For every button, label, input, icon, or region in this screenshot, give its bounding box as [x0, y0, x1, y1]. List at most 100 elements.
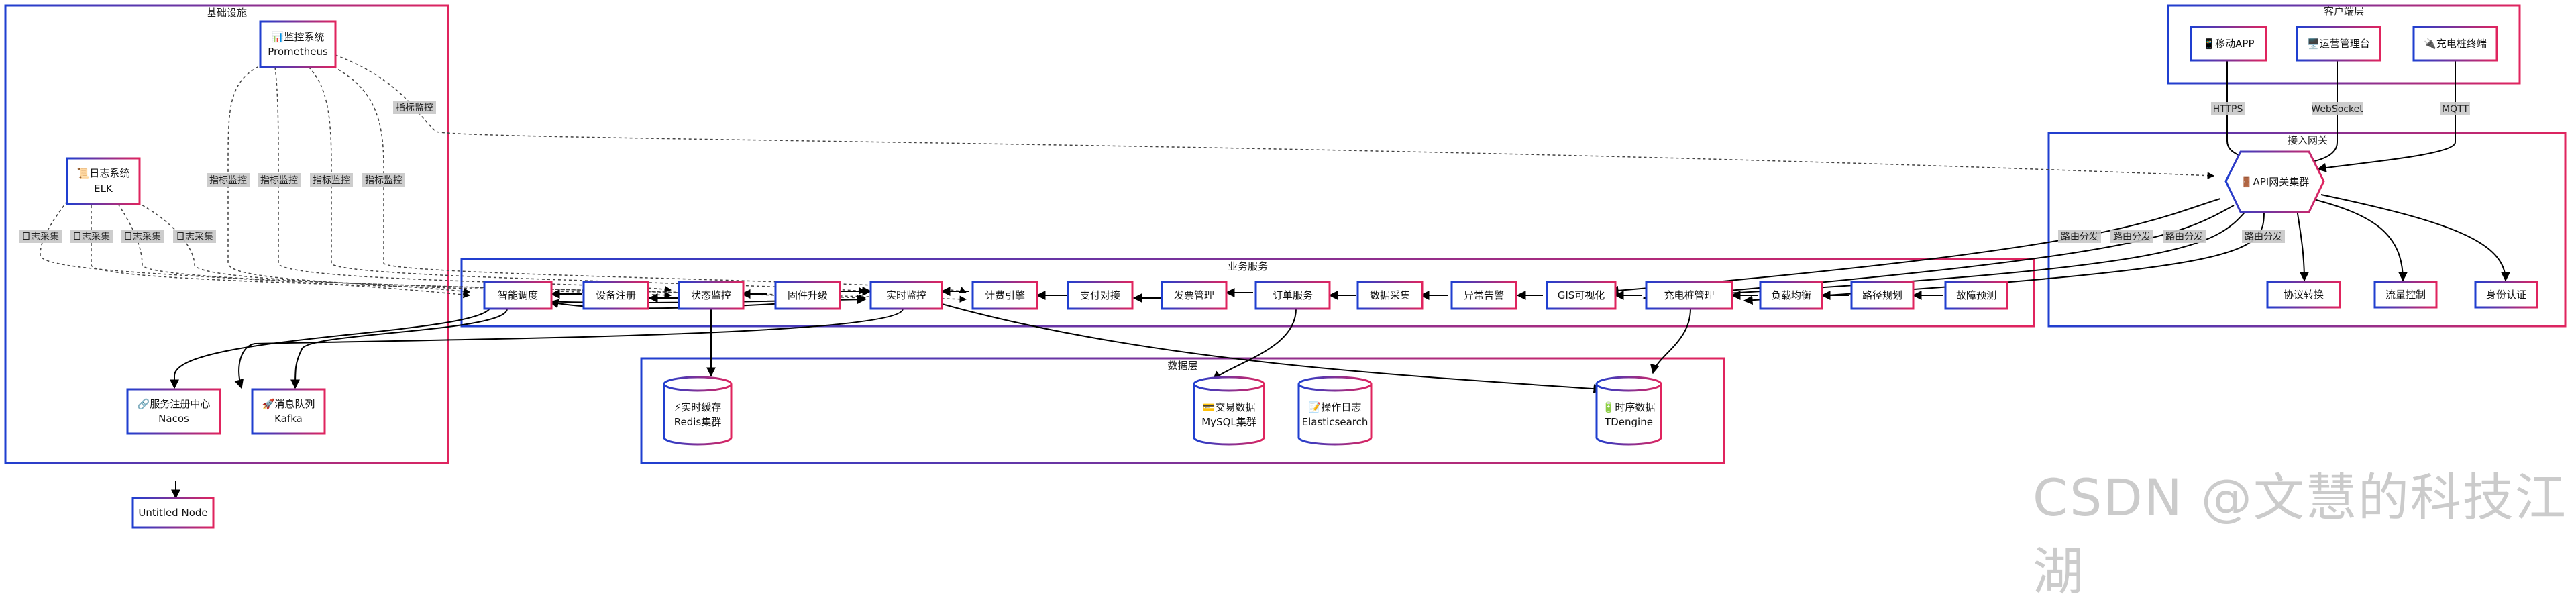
- svg-text:流量控制: 流量控制: [2385, 289, 2426, 301]
- svg-text:支付对接: 支付对接: [1080, 289, 1120, 301]
- edge-monitor-dispatch: [227, 64, 471, 295]
- svg-text:固件升级: 固件升级: [788, 289, 828, 301]
- edge-dispatch-kafka: [290, 308, 508, 389]
- svg-text:路由分发: 路由分发: [2165, 232, 2203, 242]
- node-tdengine[interactable]: 🔋时序数据 TDengine: [1595, 376, 1662, 446]
- edge-realtime-kafka: [234, 308, 904, 389]
- svg-text:📝操作日志: 📝操作日志: [1309, 401, 1362, 413]
- svg-text:路由分发: 路由分发: [2061, 232, 2098, 242]
- svg-text:日志采集: 日志采集: [21, 231, 59, 242]
- node-realtime[interactable]: 实时监控: [869, 281, 943, 310]
- svg-text:Untitled Node: Untitled Node: [138, 507, 207, 519]
- svg-text:日志采集: 日志采集: [123, 231, 161, 242]
- label-metric-2: 指标监控: [258, 173, 301, 187]
- node-charger[interactable]: 🔌充电桩终端: [2412, 26, 2498, 62]
- label-log-3: 日志采集: [121, 230, 164, 243]
- node-logsys[interactable]: 📜日志系统 ELK: [66, 157, 141, 205]
- svg-text:🔌充电桩终端: 🔌充电桩终端: [2424, 38, 2487, 50]
- svg-text:日志采集: 日志采集: [72, 231, 110, 242]
- cluster-business: [460, 258, 2035, 328]
- svg-text:指标监控: 指标监控: [396, 103, 433, 113]
- edge-gateway-flow: [2310, 198, 2408, 282]
- svg-text:GIS可视化: GIS可视化: [1558, 289, 1605, 301]
- edge-monitor-gateway: [335, 54, 2215, 179]
- watermark: CSDN @文慧的科技江湖: [2033, 468, 2567, 601]
- node-flow[interactable]: 流量控制: [2373, 281, 2438, 309]
- svg-text:WebSocket: WebSocket: [2311, 104, 2363, 115]
- svg-text:🚪API网关集群: 🚪API网关集群: [2241, 176, 2309, 188]
- cluster-access-title: 接入网关: [2288, 134, 2328, 146]
- edge-order-mysql: [1212, 308, 1297, 381]
- cluster-data-title: 数据层: [1167, 360, 1197, 372]
- svg-text:订单服务: 订单服务: [1273, 289, 1313, 301]
- node-kafka[interactable]: 🚀消息队列 Kafka: [251, 388, 326, 435]
- node-invoice[interactable]: 发票管理: [1161, 281, 1228, 310]
- cluster-client: [2167, 4, 2521, 85]
- cluster-client-title: 客户端层: [2324, 5, 2364, 17]
- node-firmware[interactable]: 固件升级: [774, 281, 841, 310]
- node-mysql[interactable]: 💳交易数据 MySQL集群: [1193, 376, 1265, 446]
- node-gis[interactable]: GIS可视化: [1546, 281, 1617, 310]
- node-redis[interactable]: ⚡实时缓存 Redis集群: [663, 376, 733, 446]
- svg-text:Nacos: Nacos: [158, 413, 189, 425]
- node-untitled[interactable]: Untitled Node: [131, 497, 215, 529]
- svg-text:指标监控: 指标监控: [260, 175, 298, 186]
- cluster-infra-title: 基础设施: [207, 7, 247, 19]
- svg-text:Kafka: Kafka: [274, 413, 303, 425]
- label-metric-4: 指标监控: [362, 173, 405, 187]
- label-route-1: 路由分发: [2058, 230, 2101, 243]
- node-devreg[interactable]: 设备注册: [582, 281, 649, 310]
- edge-gateway-route-1: [1609, 198, 2221, 295]
- edge-realtime-tdengine: [925, 299, 1603, 394]
- cluster-infra: [4, 4, 449, 464]
- edge-dispatch-nacos: [170, 308, 490, 389]
- node-order[interactable]: 订单服务: [1254, 281, 1331, 310]
- node-payment[interactable]: 支付对接: [1067, 281, 1134, 310]
- label-mqtt: MQTT: [2440, 102, 2470, 115]
- svg-text:异常告警: 异常告警: [1464, 289, 1504, 301]
- edge-gateway-route-3: [1642, 209, 2248, 303]
- node-opsweb[interactable]: 🖥️运营管理台: [2296, 26, 2381, 62]
- node-status[interactable]: 状态监控: [678, 281, 745, 310]
- node-billing[interactable]: 计费引擎: [971, 281, 1038, 310]
- cluster-data: [640, 357, 1725, 464]
- edge-gateway-route-4: [1743, 210, 2265, 305]
- svg-text:指标监控: 指标监控: [365, 175, 402, 186]
- svg-text:📱移动APP: 📱移动APP: [2202, 38, 2254, 50]
- svg-text:MySQL集群: MySQL集群: [1201, 416, 1256, 428]
- svg-text:路由分发: 路由分发: [2113, 232, 2151, 242]
- label-websocket: WebSocket: [2311, 102, 2363, 115]
- svg-text:💳交易数据: 💳交易数据: [1203, 401, 1256, 413]
- svg-text:智能调度: 智能调度: [498, 289, 538, 301]
- edge-gateway-protocol: [2296, 209, 2309, 282]
- svg-text:日志采集: 日志采集: [176, 231, 213, 242]
- node-auth[interactable]: 身份认证: [2474, 281, 2538, 309]
- node-fault[interactable]: 故障预测: [1944, 281, 2008, 310]
- node-es[interactable]: 📝操作日志 Elasticsearch: [1297, 376, 1373, 446]
- svg-text:🖥️运营管理台: 🖥️运营管理台: [2307, 38, 2370, 50]
- label-route-3: 路由分发: [2163, 230, 2206, 243]
- svg-text:路由分发: 路由分发: [2245, 232, 2282, 242]
- svg-text:Redis集群: Redis集群: [674, 416, 721, 428]
- node-monitor[interactable]: 📊监控系统 Prometheus: [259, 20, 337, 68]
- node-protocol[interactable]: 协议转换: [2266, 281, 2341, 309]
- svg-text:充电桩管理: 充电桩管理: [1664, 289, 1714, 301]
- label-metric-3: 指标监控: [310, 173, 353, 187]
- node-datacollect[interactable]: 数据采集: [1356, 281, 1424, 310]
- node-loadbal[interactable]: 负载均衡: [1759, 281, 1823, 310]
- node-nacos[interactable]: 🔗服务注册中心 Nacos: [126, 388, 221, 435]
- node-dispatch[interactable]: 智能调度: [483, 281, 553, 310]
- node-gateway[interactable]: 🚪API网关集群: [2224, 150, 2325, 213]
- label-log-2: 日志采集: [70, 230, 113, 243]
- svg-text:🔗服务注册中心: 🔗服务注册中心: [138, 397, 211, 410]
- node-mobile[interactable]: 📱移动APP: [2190, 26, 2267, 62]
- node-alarm[interactable]: 异常告警: [1450, 281, 1517, 310]
- architecture-diagram: 基础设施 客户端层 接入网关 业务服务 数据层: [4, 4, 2567, 529]
- svg-text:身份认证: 身份认证: [2486, 289, 2526, 301]
- cluster-access: [2047, 132, 2567, 328]
- svg-text:指标监控: 指标监控: [313, 175, 350, 186]
- svg-text:发票管理: 发票管理: [1174, 289, 1214, 301]
- svg-text:协议转换: 协议转换: [2284, 289, 2324, 301]
- node-pilemgr[interactable]: 充电桩管理: [1645, 281, 1733, 310]
- node-route[interactable]: 路径规划: [1850, 281, 1915, 310]
